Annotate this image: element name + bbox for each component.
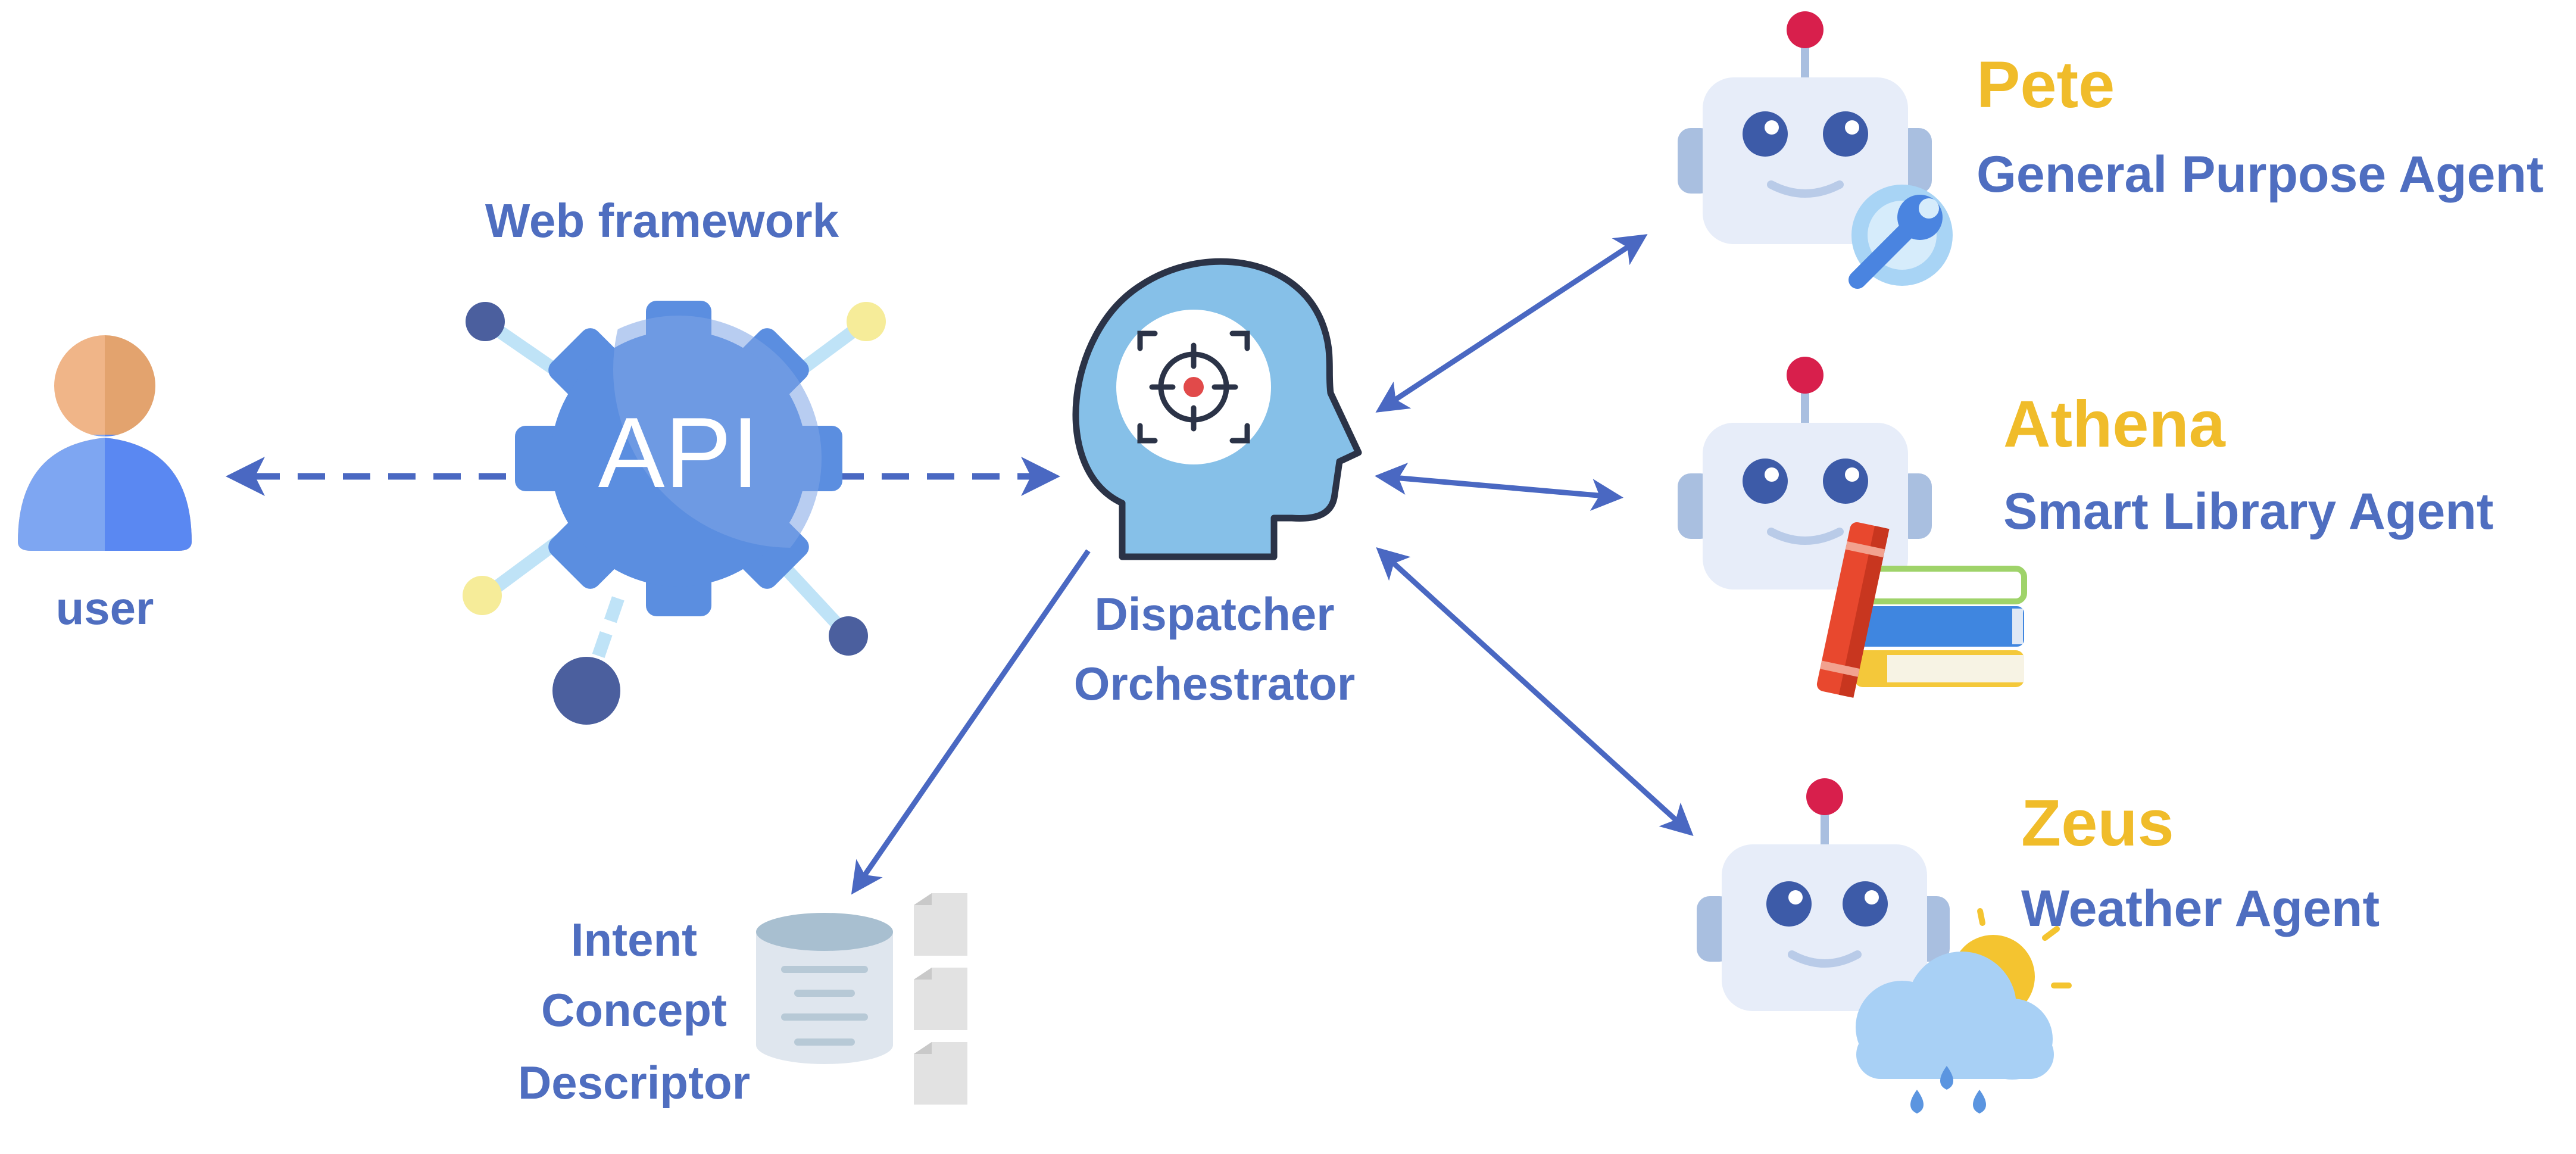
- user-icon: [18, 335, 192, 551]
- user-node: user: [18, 335, 192, 634]
- database-icon: [756, 893, 967, 1105]
- head-target-icon: [1072, 258, 1362, 560]
- zeus-role: Weather Agent: [2021, 880, 2380, 937]
- dispatcher-zeus-arrow: [1376, 547, 1694, 837]
- robot-weather-icon: [1697, 778, 2072, 1114]
- web-framework-title: Web framework: [485, 194, 839, 247]
- robot-books-icon: [1678, 357, 2027, 698]
- zeus-name: Zeus: [2021, 787, 2174, 860]
- web-framework-node: Web framework: [463, 194, 886, 725]
- dispatcher-node: Dispatcher Orchestrator: [1072, 258, 1362, 710]
- dispatcher-database-arrow: [851, 549, 1091, 895]
- database-label-line1: Intent: [571, 913, 697, 966]
- athena-name: Athena: [2003, 388, 2226, 461]
- agent-pete: Pete General Purpose Agent: [1678, 11, 2544, 289]
- dispatcher-athena-arrow: [1375, 463, 1623, 511]
- api-gear-icon: API: [463, 301, 886, 725]
- dispatcher-label-line2: Orchestrator: [1074, 657, 1356, 710]
- database-label-line2: Concept: [541, 984, 727, 1036]
- user-label: user: [56, 582, 154, 634]
- robot-wrench-icon: [1678, 11, 1953, 289]
- database-node: Intent Concept Descriptor: [518, 893, 967, 1109]
- dispatcher-label-line1: Dispatcher: [1094, 588, 1334, 640]
- pete-name: Pete: [1977, 48, 2115, 121]
- dispatcher-pete-arrow: [1375, 234, 1648, 413]
- agent-zeus: Zeus Weather Agent: [1697, 778, 2380, 1114]
- api-gear-text: API: [598, 397, 760, 509]
- database-label-line3: Descriptor: [518, 1056, 750, 1109]
- agent-athena: Athena Smart Library Agent: [1678, 357, 2494, 698]
- pete-role: General Purpose Agent: [1977, 146, 2544, 203]
- connectors: [226, 234, 1694, 895]
- athena-role: Smart Library Agent: [2003, 483, 2494, 540]
